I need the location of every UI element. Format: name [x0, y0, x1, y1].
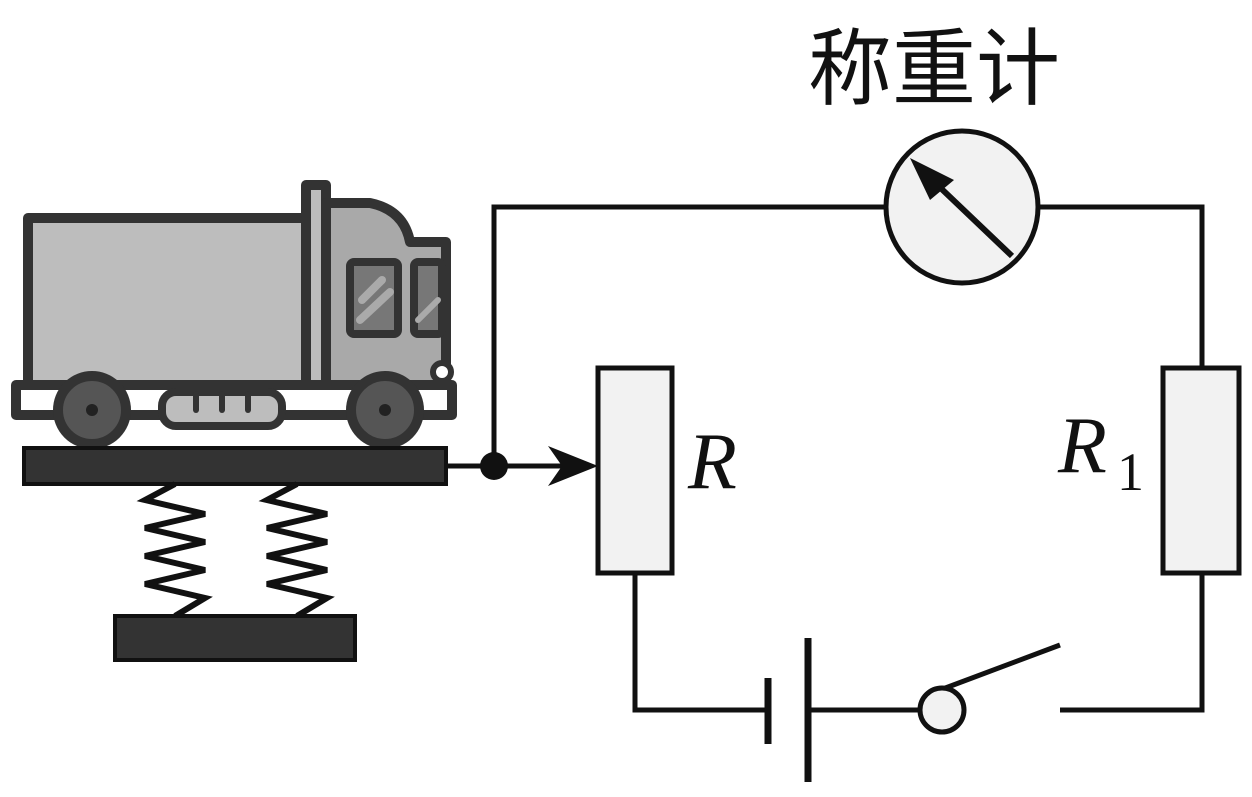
truck-headlight [430, 360, 454, 384]
weighing-platform [22, 446, 448, 486]
rheostat [595, 365, 675, 576]
spring-base [113, 614, 357, 662]
truck-cargo-box [23, 213, 311, 391]
fixed-resistor-label: R [1057, 402, 1107, 490]
meter-label: 称重计 [808, 20, 1060, 118]
left-spring [136, 481, 213, 619]
battery [764, 638, 812, 782]
rheostat-label: R [687, 418, 737, 506]
switch [917, 642, 1061, 735]
circuit-wires [446, 204, 1205, 713]
fixed-resistor-subscript: 1 [1117, 442, 1144, 502]
slider-arrow [548, 446, 598, 486]
right-spring [258, 481, 335, 619]
fixed-resistor [1160, 365, 1242, 576]
weight-meter [883, 128, 1041, 286]
meter-needle-arrow [910, 158, 954, 200]
truck-illustration [11, 180, 457, 449]
junction-dot [480, 452, 508, 480]
truck-front-window [346, 258, 402, 338]
